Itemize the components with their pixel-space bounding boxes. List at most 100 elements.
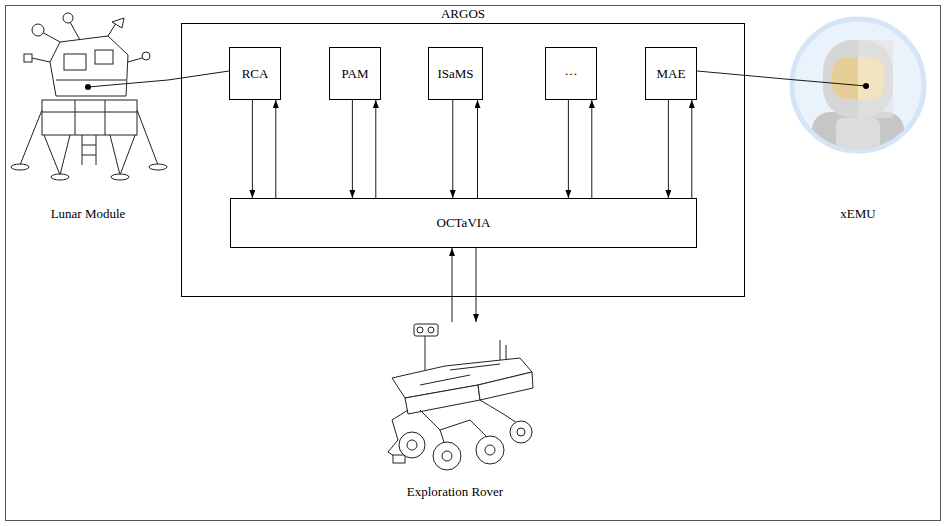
rover-illustration-part <box>433 442 461 470</box>
rover-node: Exploration Rover <box>380 322 530 500</box>
system-frame: ARGOSRCAPAMISaMS···MAEOCTaVIA <box>181 23 745 297</box>
lunar-module-node: Lunar Module <box>8 20 168 222</box>
rover-illustration-part <box>478 372 533 400</box>
lunar-module-illustration-part <box>82 155 96 156</box>
lunar-module-illustration-part <box>11 164 29 170</box>
flow-arrow <box>452 100 453 198</box>
flow-arrow <box>568 100 569 198</box>
lunar-module-illustration-part <box>64 54 86 70</box>
lunar-module-illustration-part <box>95 50 113 64</box>
figure-caption: Exploration Rover <box>380 484 530 500</box>
flow-arrow <box>591 100 592 198</box>
flow-arrow <box>476 248 477 322</box>
lunar-module-illustration-part <box>105 100 106 135</box>
rover-illustration <box>388 324 533 470</box>
rover-illustration-part <box>420 375 470 385</box>
rover-illustration-part <box>405 385 480 414</box>
flow-arrow <box>375 100 376 198</box>
process-box: PAM <box>329 47 381 100</box>
lunar-module-illustration-part <box>50 36 128 96</box>
rover-illustration-part <box>407 440 417 450</box>
process-box: MAE <box>645 47 697 100</box>
rover-illustration-part <box>440 420 490 440</box>
rover-illustration-part <box>428 327 434 333</box>
process-box: ISaMS <box>428 47 483 100</box>
xemu-illustration-part <box>812 40 904 172</box>
lunar-module-illustration-part <box>120 130 137 175</box>
rover-illustration-part <box>417 327 423 333</box>
xemu-illustration-part-part <box>823 40 893 118</box>
lunar-module-illustration-part <box>96 135 97 165</box>
lunar-module-illustration-part <box>149 164 167 170</box>
connection-dot <box>85 84 91 90</box>
lunar-module-illustration-part <box>56 80 126 81</box>
lunar-module-illustration-part <box>42 130 60 175</box>
box-label: RCA <box>242 66 269 82</box>
lunar-module-illustration-part <box>75 100 76 135</box>
lunar-module-illustration-part <box>42 32 60 42</box>
rover-illustration-part <box>442 451 452 461</box>
lunar-module-illustration-part <box>32 24 44 36</box>
rover-illustration-part <box>393 455 405 463</box>
bus-box: OCTaVIA <box>230 198 697 248</box>
lunar-module-illustration-part <box>42 100 137 135</box>
group-title: ARGOS <box>182 7 744 21</box>
figure-caption: xEMU <box>785 206 931 222</box>
rover-illustration-part <box>425 335 426 370</box>
xemu-illustration-part-part <box>836 118 880 158</box>
xemu-illustration-part-part <box>812 112 904 172</box>
lunar-module-illustration-part <box>63 13 73 23</box>
rover-illustration-part <box>506 345 507 361</box>
box-label: PAM <box>342 66 369 82</box>
process-box: ··· <box>545 47 597 100</box>
rover-illustration-part <box>485 445 495 455</box>
xemu-node: xEMU <box>785 15 931 222</box>
figure-caption: Lunar Module <box>8 206 168 222</box>
rover-illustration-part <box>476 436 504 464</box>
flow-arrow <box>352 100 353 198</box>
box-label: OCTaVIA <box>437 215 491 231</box>
lunar-module-illustration-part <box>24 54 32 62</box>
rover-illustration-part <box>500 340 501 362</box>
lunar-module-illustration-part <box>110 135 120 175</box>
lunar-module-illustration-part <box>128 58 142 62</box>
rover-illustration-part <box>480 400 520 425</box>
lunar-module-illustration-part <box>70 22 80 40</box>
rover-illustration-part <box>510 421 532 443</box>
lunar-module-illustration-part <box>82 145 96 146</box>
rover-illustration-part <box>517 428 525 436</box>
lunar-module-illustration-part <box>60 135 70 175</box>
lunar-module-illustration-part <box>137 110 158 165</box>
lead-wire <box>88 80 168 87</box>
flow-arrow <box>275 100 276 198</box>
flow-arrow <box>452 248 453 322</box>
lunar-module-illustration-part <box>51 174 69 180</box>
flow-arrow <box>668 100 669 198</box>
lead-wire <box>785 79 866 86</box>
lunar-module-illustration-part <box>111 174 129 180</box>
box-label: ISaMS <box>437 66 473 82</box>
flow-arrow <box>252 100 253 198</box>
link-line <box>697 71 785 79</box>
outer-frame <box>6 6 941 521</box>
rover-illustration-part <box>414 324 438 336</box>
lunar-module-illustration-part <box>42 112 137 113</box>
flow-arrow <box>691 100 692 198</box>
flow-arrow <box>477 100 478 198</box>
xemu-illustration <box>792 19 924 172</box>
lunar-module-illustration <box>11 13 167 180</box>
lunar-module-illustration-part <box>112 18 124 28</box>
xemu-illustration-part-part <box>858 57 884 99</box>
xemu-illustration-part-part <box>832 57 884 99</box>
box-label: MAE <box>657 66 686 82</box>
lunar-module-illustration-part <box>20 110 42 165</box>
process-box: RCA <box>229 47 281 100</box>
rover-illustration-part <box>450 364 500 370</box>
box-label: ··· <box>565 66 578 82</box>
lunar-module-illustration-part <box>32 58 50 62</box>
lunar-module-illustration-part <box>82 135 83 165</box>
link-line <box>168 71 229 80</box>
lunar-module-illustration-part <box>142 52 150 60</box>
